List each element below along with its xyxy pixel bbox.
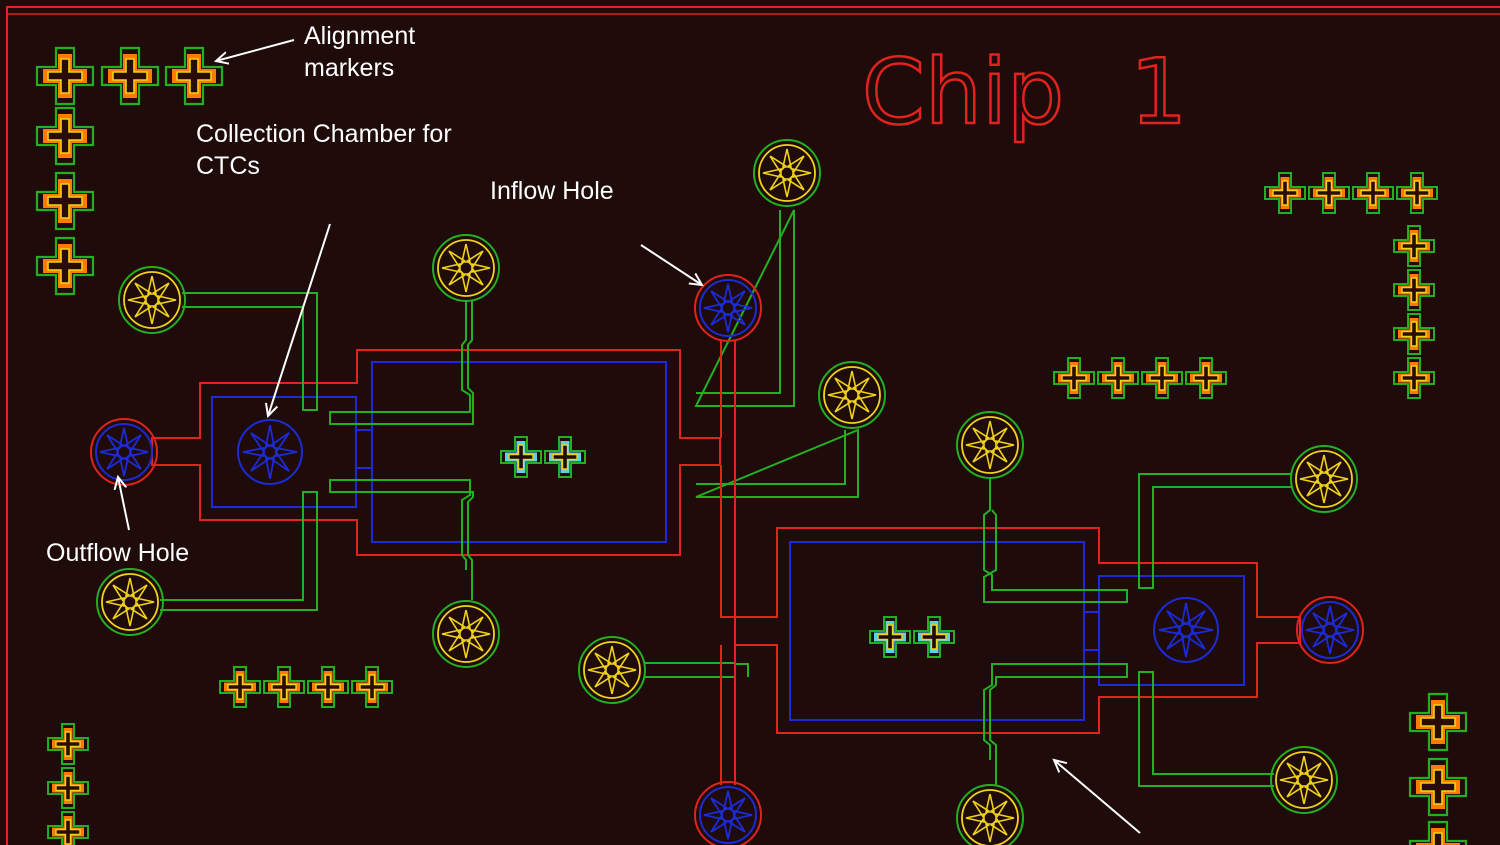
port-yellow-icon	[578, 636, 646, 704]
alignment-marker-icon	[1408, 820, 1468, 845]
alignment-marker-icon	[47, 723, 89, 765]
alignment-marker-cyan-icon	[869, 616, 911, 658]
device-2	[645, 473, 1301, 787]
alignment-marker-icon	[1393, 225, 1435, 267]
chip-title-ip: ip	[982, 40, 1064, 145]
chip-title-ch: Ch	[862, 40, 982, 145]
alignment-marker-icon	[1393, 269, 1435, 311]
device-1-channels	[160, 209, 859, 611]
alignment-marker-icon	[1185, 357, 1227, 399]
device-2-collection-chamber	[1084, 575, 1245, 686]
arrow-icon	[268, 223, 331, 416]
chip-title-number: 1	[1130, 40, 1187, 145]
alignment-markers-label-line2: markers	[304, 54, 394, 82]
device-1-collection-wheel-icon	[237, 419, 303, 485]
annotation-collection-chamber: Collection Chamber for CTCs	[196, 120, 452, 416]
alignment-marker-icon	[351, 666, 393, 708]
alignment-marker-icon	[35, 106, 95, 166]
inflow-hole-icon	[694, 274, 762, 342]
alignment-marker-icon	[1408, 757, 1468, 817]
inflow-hole-icon	[694, 781, 762, 845]
alignment-marker-icon	[35, 236, 95, 296]
alignment-marker-icon	[47, 767, 89, 809]
chip-border	[6, 6, 1500, 845]
alignment-marker-cyan-icon	[500, 436, 542, 478]
chip-title: Ch ip 1	[861, 39, 1189, 147]
arrow-icon	[640, 244, 702, 285]
port-yellow-icon	[1290, 445, 1358, 513]
port-yellow-icon	[956, 784, 1024, 845]
central-channel	[720, 340, 777, 785]
alignment-marker-cyan-icon	[544, 436, 586, 478]
alignment-marker-icon	[263, 666, 305, 708]
device-1-main-chamber	[371, 361, 667, 543]
alignment-marker-icon	[1393, 313, 1435, 355]
alignment-marker-icon	[1097, 357, 1139, 399]
port-yellow-icon	[432, 234, 500, 302]
annotation-alignment-markers: Alignment markers	[216, 22, 415, 82]
device-2-red-outline	[734, 527, 1301, 734]
alignment-marker-icon	[35, 171, 95, 231]
device-1	[151, 209, 859, 611]
alignment-marker-icon	[1393, 357, 1435, 399]
alignment-marker-icon	[100, 46, 160, 106]
alignment-marker-icon	[307, 666, 349, 708]
annotation-bottom-right-arrow	[1054, 760, 1141, 834]
outflow-hole-icon	[1296, 596, 1364, 664]
port-yellow-icon	[118, 266, 186, 334]
arrow-icon	[216, 39, 295, 61]
alignment-marker-icon	[219, 666, 261, 708]
port-yellow-icon	[818, 361, 886, 429]
arrow-icon	[1054, 760, 1141, 834]
alignment-marker-icon	[164, 46, 224, 106]
annotation-inflow-hole: Inflow Hole	[490, 177, 702, 285]
outflow-hole-icon	[90, 418, 158, 486]
alignment-marker-icon	[1053, 357, 1095, 399]
alignment-marker-icon	[1408, 692, 1468, 752]
arrow-icon	[118, 477, 130, 531]
alignment-marker-icon	[1352, 172, 1394, 214]
inflow-hole-label: Inflow Hole	[490, 177, 614, 205]
alignment-marker-icon	[35, 46, 95, 106]
collection-chamber-label-line2: CTCs	[196, 152, 260, 180]
device-1-collection-chamber	[211, 396, 372, 508]
outflow-hole-label: Outflow Hole	[46, 539, 189, 567]
alignment-marker-icon	[1308, 172, 1350, 214]
device-2-channels	[645, 473, 1292, 787]
alignment-markers-label-line1: Alignment	[304, 22, 415, 50]
port-yellow-icon	[753, 139, 821, 207]
alignment-marker-cyan-icon	[913, 616, 955, 658]
alignment-marker-icon	[1141, 357, 1183, 399]
alignment-marker-icon	[47, 811, 89, 845]
alignment-marker-icon	[1396, 172, 1438, 214]
device-2-collection-wheel-icon	[1153, 597, 1219, 663]
annotation-outflow-hole: Outflow Hole	[46, 477, 189, 567]
port-yellow-icon	[1270, 746, 1338, 814]
alignment-marker-icon	[1264, 172, 1306, 214]
collection-chamber-label-line1: Collection Chamber for	[196, 120, 452, 148]
device-2-main-chamber	[789, 541, 1085, 721]
port-yellow-icon	[956, 411, 1024, 479]
port-yellow-icon	[432, 600, 500, 668]
port-yellow-icon	[96, 568, 164, 636]
